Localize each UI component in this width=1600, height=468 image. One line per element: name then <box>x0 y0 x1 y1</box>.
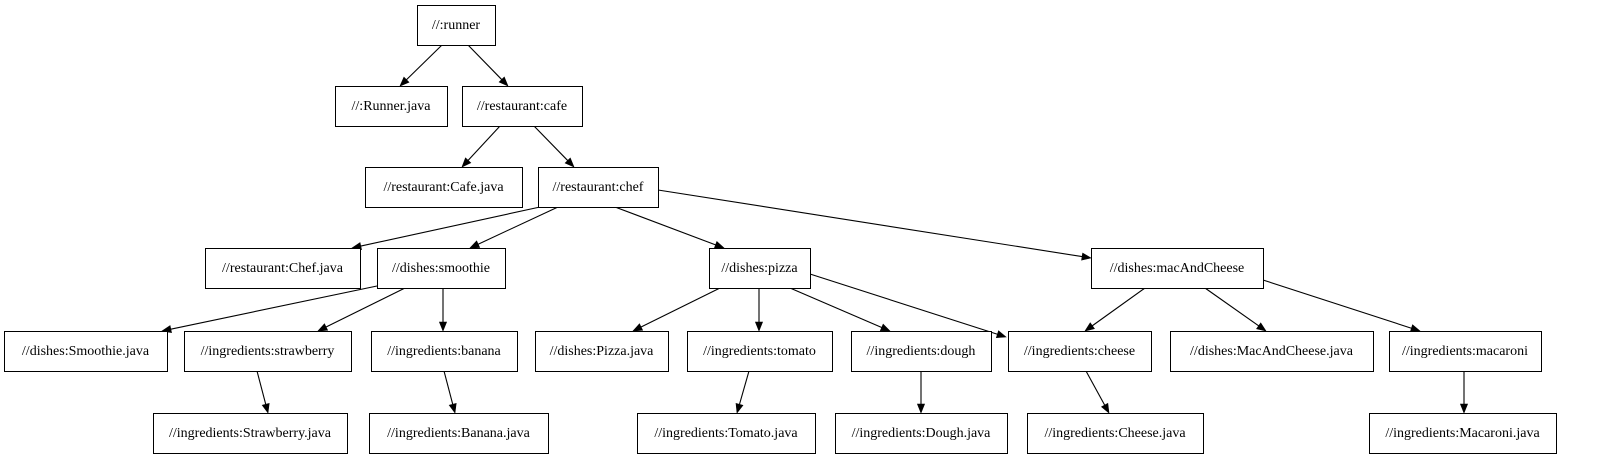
graph-edge <box>399 44 443 87</box>
graph-node-smoothie_java[interactable]: //dishes:Smoothie.java <box>4 331 168 372</box>
graph-edge <box>533 125 575 168</box>
graph-edge <box>632 287 721 332</box>
graph-node-dough_java[interactable]: //ingredients:Dough.java <box>835 413 1008 454</box>
graph-edge <box>1262 279 1421 332</box>
graph-node-banana_java[interactable]: //ingredients:Banana.java <box>369 413 549 454</box>
node-label: //dishes:Smoothie.java <box>22 344 150 359</box>
node-box[interactable] <box>1091 248 1264 289</box>
node-label: //restaurant:Cafe.java <box>383 180 504 195</box>
node-box[interactable] <box>462 86 583 127</box>
graph-edge <box>438 288 448 332</box>
graph-node-chef_java[interactable]: //restaurant:Chef.java <box>205 248 361 289</box>
graph-edge <box>1085 370 1110 414</box>
graph-edge <box>317 287 406 332</box>
graph-node-restaurant_cafe[interactable]: //restaurant:cafe <box>462 86 583 127</box>
node-label: //ingredients:Cheese.java <box>1044 426 1186 441</box>
node-box[interactable] <box>637 413 816 454</box>
node-label: //ingredients:Tomato.java <box>654 426 798 441</box>
node-label: //dishes:smoothie <box>392 261 490 276</box>
node-box[interactable] <box>369 413 549 454</box>
graph-node-runner_java[interactable]: //:Runner.java <box>335 86 448 127</box>
graph-node-pizza_java[interactable]: //dishes:Pizza.java <box>535 331 669 372</box>
graph-node-cheese_java[interactable]: //ingredients:Cheese.java <box>1027 413 1204 454</box>
node-box[interactable] <box>4 331 168 372</box>
node-box[interactable] <box>835 413 1008 454</box>
node-box[interactable] <box>851 331 992 372</box>
node-label: //:runner <box>432 18 481 33</box>
node-label: //:Runner.java <box>352 99 432 114</box>
graph-edge <box>161 285 378 334</box>
graph-edge <box>614 206 725 249</box>
graph-edge <box>754 288 764 332</box>
node-box[interactable] <box>377 248 506 289</box>
node-box[interactable] <box>1369 413 1557 454</box>
node-box[interactable] <box>1008 331 1152 372</box>
node-label: //ingredients:dough <box>867 344 976 359</box>
node-box[interactable] <box>535 331 669 372</box>
graph-edge <box>735 370 750 414</box>
graph-node-ing_tomato[interactable]: //ingredients:tomato <box>687 331 833 372</box>
node-label: //restaurant:cafe <box>477 99 567 114</box>
graph-edge <box>657 189 1092 261</box>
node-label: //ingredients:banana <box>387 344 501 359</box>
node-box[interactable] <box>335 86 448 127</box>
graph-node-ing_dough[interactable]: //ingredients:dough <box>851 331 992 372</box>
node-label: //dishes:Pizza.java <box>550 344 655 359</box>
graph-edge <box>469 206 559 249</box>
node-box[interactable] <box>365 167 523 208</box>
node-label: //ingredients:Banana.java <box>387 426 530 441</box>
node-box[interactable] <box>153 413 348 454</box>
edges-layer <box>161 44 1469 414</box>
graph-edge <box>916 371 926 414</box>
graph-node-dishes_smoothie[interactable]: //dishes:smoothie <box>377 248 506 289</box>
node-box[interactable] <box>709 248 811 289</box>
graph-edge <box>443 370 457 414</box>
graph-node-restaurant_chef[interactable]: //restaurant:chef <box>538 167 659 208</box>
node-label: //ingredients:macaroni <box>1402 344 1528 359</box>
graph-edge <box>809 273 1007 339</box>
graph-node-ing_strawberry[interactable]: //ingredients:strawberry <box>184 331 352 372</box>
node-box[interactable] <box>1027 413 1204 454</box>
nodes-layer: //:runner //:Runner.java //restaurant:cafe… <box>4 5 1557 454</box>
node-label: //ingredients:strawberry <box>201 344 335 359</box>
node-label: //ingredients:cheese <box>1024 344 1135 359</box>
node-box[interactable] <box>205 248 361 289</box>
graph-node-dishes_macncheese[interactable]: //dishes:macAndCheese <box>1091 248 1264 289</box>
node-label: //ingredients:Strawberry.java <box>169 426 332 441</box>
node-label: //ingredients:tomato <box>703 344 816 359</box>
graph-node-strawberry_java[interactable]: //ingredients:Strawberry.java <box>153 413 348 454</box>
graph-edge <box>467 44 509 87</box>
graph-edge <box>1459 371 1469 414</box>
node-label: //dishes:MacAndCheese.java <box>1190 344 1354 359</box>
graph-node-runner[interactable]: //:runner <box>417 5 496 46</box>
graph-node-dishes_pizza[interactable]: //dishes:pizza <box>709 248 811 289</box>
node-label: //dishes:macAndCheese <box>1110 261 1245 276</box>
graph-edge <box>256 370 270 414</box>
node-box[interactable] <box>538 167 659 208</box>
node-label: //restaurant:chef <box>553 180 644 195</box>
graph-node-tomato_java[interactable]: //ingredients:Tomato.java <box>637 413 816 454</box>
graph-edge <box>1204 287 1267 332</box>
graph-node-cafe_java[interactable]: //restaurant:Cafe.java <box>365 167 523 208</box>
graph-node-ing_macaroni[interactable]: //ingredients:macaroni <box>1389 331 1542 372</box>
node-box[interactable] <box>687 331 833 372</box>
node-box[interactable] <box>417 5 496 46</box>
node-box[interactable] <box>371 331 518 372</box>
graph-edge <box>1084 287 1146 332</box>
node-box[interactable] <box>1170 331 1374 372</box>
graph-node-ing_banana[interactable]: //ingredients:banana <box>371 331 518 372</box>
node-label: //dishes:pizza <box>721 261 798 276</box>
graph-node-macncheese_java[interactable]: //dishes:MacAndCheese.java <box>1170 331 1374 372</box>
node-box[interactable] <box>184 331 352 372</box>
graph-edge <box>789 287 891 332</box>
node-label: //ingredients:Dough.java <box>852 426 992 441</box>
graph-edge <box>461 125 501 168</box>
graph-node-macaroni_java[interactable]: //ingredients:Macaroni.java <box>1369 413 1557 454</box>
node-label: //restaurant:Chef.java <box>222 261 344 276</box>
node-box[interactable] <box>1389 331 1542 372</box>
graph-node-ing_cheese[interactable]: //ingredients:cheese <box>1008 331 1152 372</box>
node-label: //ingredients:Macaroni.java <box>1385 426 1540 441</box>
